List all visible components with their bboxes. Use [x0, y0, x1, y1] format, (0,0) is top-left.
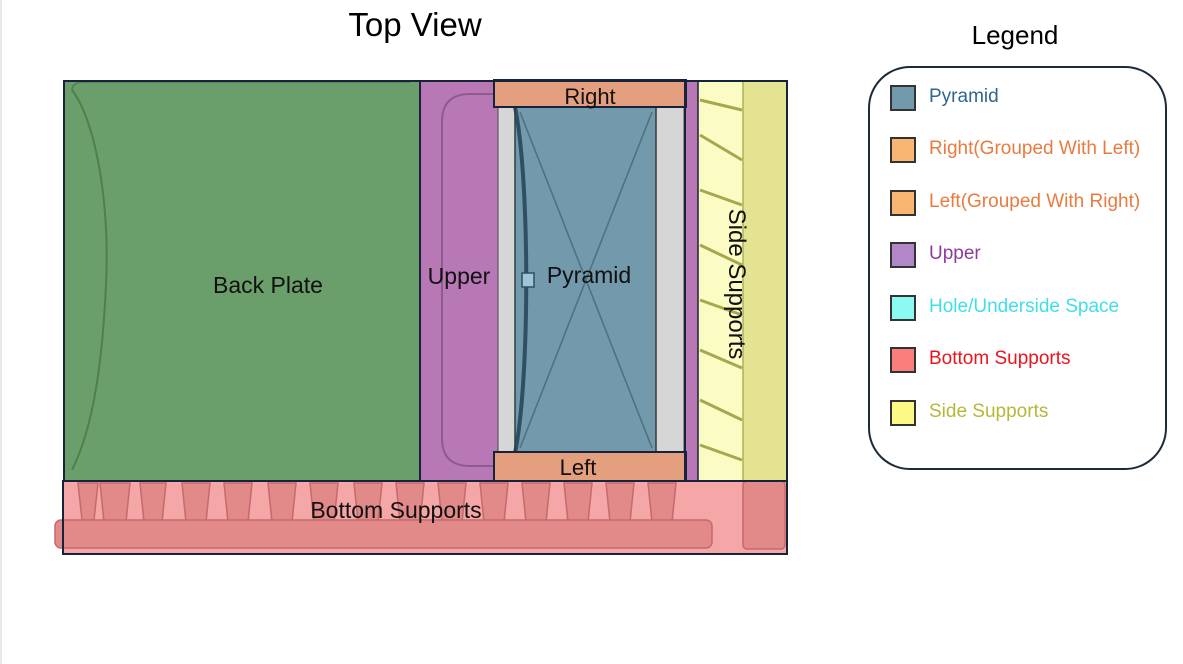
legend-item-label: Side Supports	[929, 401, 1049, 422]
legend-swatch	[890, 137, 916, 163]
back-plate-detail	[71, 89, 108, 471]
side-supports-label: Side Supports	[723, 209, 750, 360]
right-label: Right	[564, 84, 615, 109]
legend-swatch	[890, 400, 916, 426]
legend-item-label: Right(Grouped With Left)	[929, 138, 1141, 159]
pyramid-peg	[521, 272, 535, 288]
legend-item-label: Hole/Underside Space	[929, 296, 1120, 317]
legend: Pyramid Right(Grouped With Left) Left(Gr…	[868, 66, 1167, 470]
page-edge-line	[0, 0, 2, 664]
legend-item-label: Pyramid	[929, 86, 999, 107]
back-plate-region	[64, 81, 420, 481]
legend-swatch	[890, 190, 916, 216]
legend-item-label: Bottom Supports	[929, 348, 1071, 369]
legend-title: Legend	[971, 20, 1059, 50]
legend-swatch	[890, 295, 916, 321]
bottom-supports-label: Bottom Supports	[310, 497, 481, 523]
bottom-support-teeth	[77, 482, 677, 523]
legend-item-label: Upper	[929, 243, 981, 264]
left-label: Left	[560, 455, 597, 480]
upper-region	[420, 81, 498, 481]
legend-item-label: Left(Grouped With Right)	[929, 191, 1141, 212]
legend-swatch	[890, 242, 916, 268]
bottom-support-rail	[54, 519, 713, 549]
top-view-diagram: Back Plate Upper Pyramid Right Left Bott…	[54, 79, 788, 555]
upper-label: Upper	[428, 263, 491, 289]
legend-swatch	[890, 347, 916, 373]
legend-swatch	[890, 85, 916, 111]
diagram-title: Top View	[348, 6, 482, 43]
pyramid-label: Pyramid	[547, 262, 631, 288]
back-plate-label: Back Plate	[213, 272, 323, 298]
bottom-support-post	[742, 480, 786, 550]
